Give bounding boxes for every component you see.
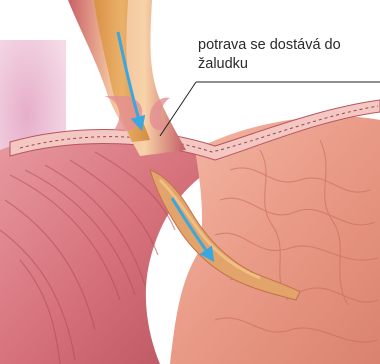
- callout-leader: [160, 82, 196, 136]
- callout-label: potrava se dostává do žaludku: [198, 36, 378, 74]
